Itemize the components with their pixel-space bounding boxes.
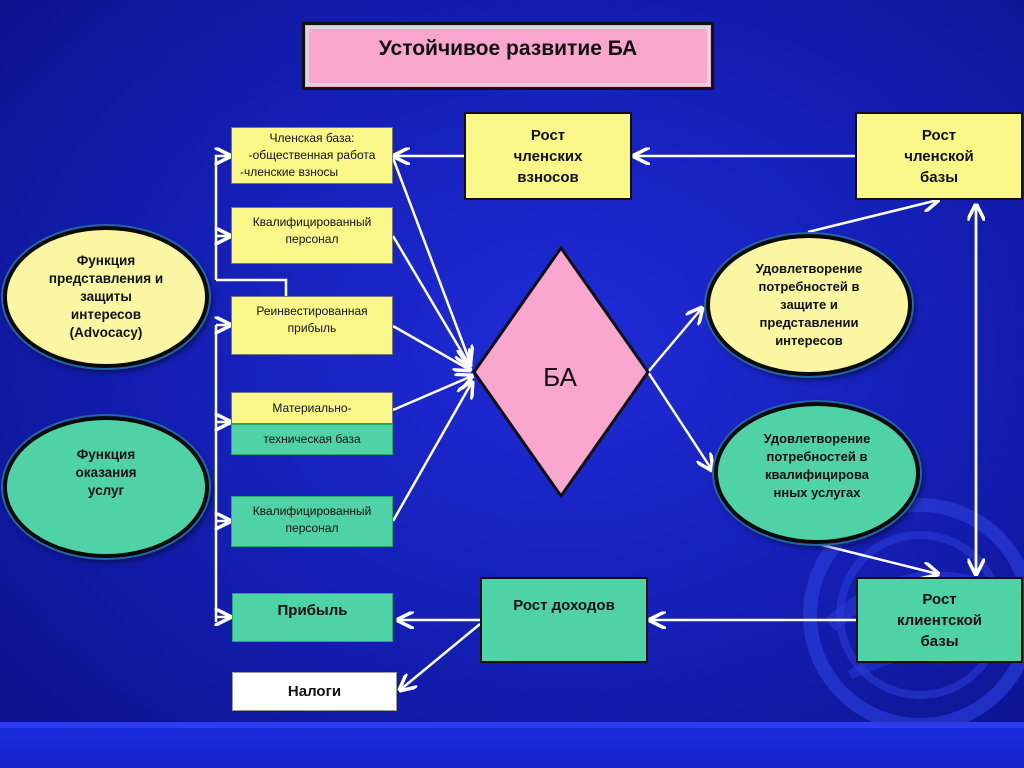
client-growth-box: Рост клиентской базы	[856, 577, 1023, 663]
qualified-staff-box-2: Квалифицированный персонал	[231, 496, 393, 547]
fees-growth-box: Рост членских взносов	[464, 112, 632, 200]
membership-base-line2: -общественная работа	[248, 148, 376, 162]
qualified-staff-1-line1: Квалифицированный	[252, 215, 372, 229]
advocacy-line1: Функция	[76, 253, 136, 268]
qualified-staff-box-1: Квалифицированный персонал	[231, 207, 393, 264]
bottom-band	[0, 722, 1024, 768]
need-services-line3: квалифицирова	[764, 467, 870, 482]
advocacy-line2: представления и	[48, 271, 164, 286]
material-base-bottom: техническая база	[231, 424, 393, 455]
client-growth-line3: базы	[920, 632, 959, 650]
need-services-line4: нных услугах	[773, 485, 861, 500]
page-title: Устойчивое развитие БА	[302, 22, 714, 90]
advocacy-line5: (Advocacy)	[69, 325, 143, 340]
income-growth-box: Рост доходов	[480, 577, 648, 663]
material-base-top: Материально-	[231, 392, 393, 424]
advocacy-line4: интересов	[70, 307, 142, 322]
center-label: БА	[543, 362, 577, 392]
client-growth-line1: Рост	[922, 590, 957, 608]
profit-box: Прибыль	[232, 593, 393, 642]
need-services-line1: Удовлетворение	[763, 431, 871, 446]
membership-base-line1: Членская база:	[269, 131, 355, 145]
advocacy-function-ellipse: Функция представления и защиты интересов…	[3, 226, 209, 368]
membership-growth-line2: членской	[904, 147, 974, 165]
membership-base-line3: -членские взносы	[240, 165, 339, 179]
client-growth-line2: клиентской	[896, 611, 983, 629]
services-function-ellipse: Функция оказания услуг	[3, 416, 209, 558]
qualified-staff-2-line1: Квалифицированный	[252, 504, 372, 518]
membership-growth-line3: базы	[919, 168, 959, 186]
need-advocacy-line2: потребностей в	[758, 279, 860, 294]
need-advocacy-ellipse: Удовлетворение потребностей в защите и п…	[706, 234, 912, 376]
services-line1: Функция	[76, 447, 136, 462]
fees-growth-line1: Рост	[530, 126, 566, 144]
taxes-box: Налоги	[232, 672, 397, 711]
qualified-staff-1-line2: персонал	[285, 232, 339, 246]
services-line3: услуг	[87, 483, 125, 498]
center-diamond	[472, 245, 650, 499]
need-advocacy-line3: защите и	[780, 297, 838, 312]
need-advocacy-line5: интересов	[775, 333, 843, 348]
need-advocacy-line1: Удовлетворение	[755, 261, 863, 276]
need-services-ellipse: Удовлетворение потребностей в квалифицир…	[714, 402, 920, 544]
advocacy-line3: защиты	[80, 289, 132, 304]
reinvested-profit-line1: Реинвестированная	[256, 304, 368, 318]
membership-growth-line1: Рост	[921, 126, 957, 144]
membership-growth-box: Рост членской базы	[855, 112, 1023, 200]
membership-base-box: Членская база: -общественная работа -чле…	[231, 127, 393, 184]
need-advocacy-line4: представлении	[759, 315, 859, 330]
reinvested-profit-line2: прибыль	[287, 321, 337, 335]
fees-growth-line3: взносов	[517, 168, 579, 186]
fees-growth-line2: членских	[513, 147, 583, 165]
services-line2: оказания	[75, 465, 137, 480]
reinvested-profit-box: Реинвестированная прибыль	[231, 296, 393, 355]
qualified-staff-2-line2: персонал	[285, 521, 339, 535]
need-services-line2: потребностей в	[766, 449, 868, 464]
